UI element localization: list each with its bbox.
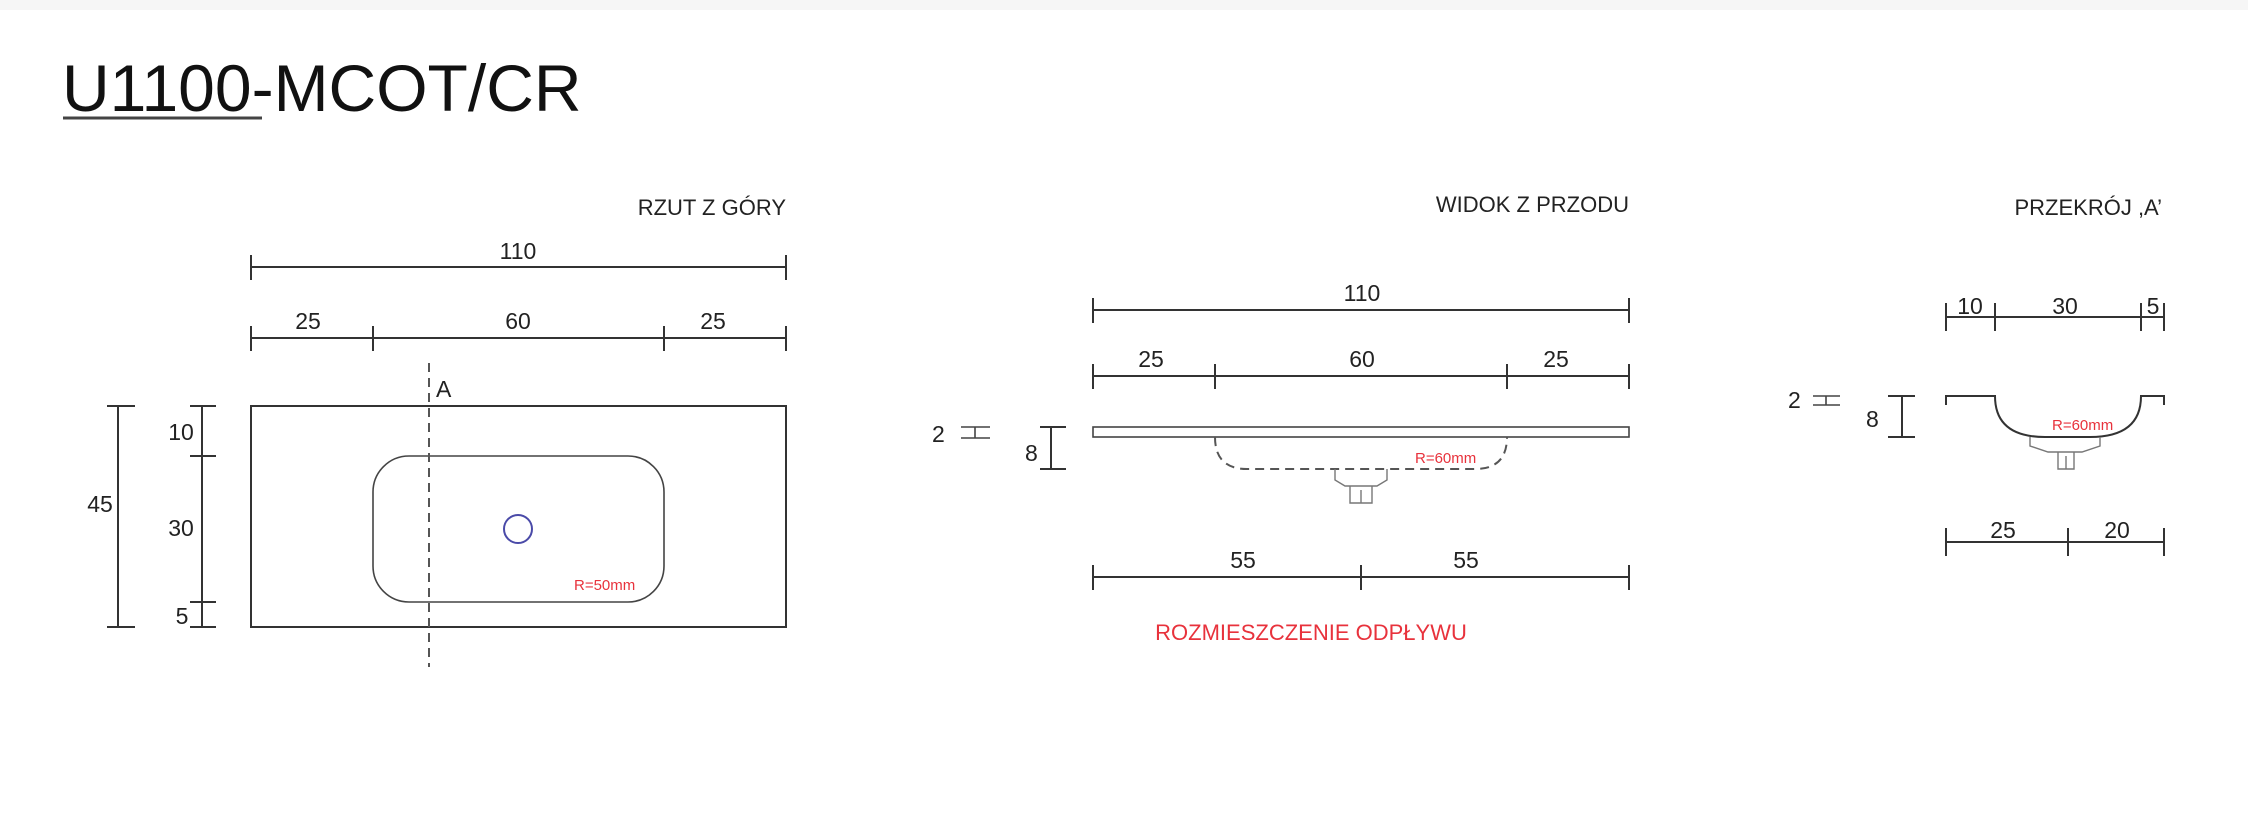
dim-top-total-width: 110 [250,238,787,280]
dim-label: 25 [700,308,726,334]
dim-label: 110 [1344,280,1381,306]
section-marker: A [436,376,452,402]
thickness-dim-mark [1813,395,1840,406]
top-view: RZUT Z GÓRY 110 25 60 25 R=50mm A [87,195,787,667]
radius-label: R=60mm [2052,417,2113,434]
dim-label: 10 [168,419,194,445]
countertop-outline [250,405,787,628]
dim-section-widths: 10 30 5 [1945,293,2165,331]
height-dim-mark [1040,426,1066,470]
dim-label: 25 [1138,346,1164,372]
dim-label: 60 [1349,346,1375,372]
dim-top-total-depth: 45 [87,405,135,628]
countertop-slab [1092,426,1630,438]
dim-front-total-width: 110 [1092,280,1630,323]
dim-label: 5 [2147,293,2160,319]
dim-label: 30 [168,515,194,541]
title-underlined-part: U1100 [62,51,252,125]
title-rest: -MCOT/CR [252,51,582,125]
thickness-label: 2 [1788,387,1801,413]
dim-drain-offsets: 55 55 [1092,547,1630,590]
drain-fitting [1334,469,1388,504]
dim-label: 5 [176,603,189,629]
height-dim-mark [1888,395,1915,438]
section-view: PRZEKRÓJ ,A’ 10 30 5 R=60mm 2 8 25 20 [1788,195,2165,556]
dim-top-widths: 25 60 25 [250,308,787,351]
radius-label: R=60mm [1415,450,1476,467]
drain-fitting [2029,437,2101,470]
dim-label: 55 [1453,547,1479,573]
title-model-code: U1100-MCOT/CR [62,51,582,125]
product-title: U1100-MCOT/CR [62,51,582,125]
dim-label: 25 [1990,517,2016,543]
section-view-label: PRZEKRÓJ ,A’ [2014,195,2162,220]
thickness-dim-mark [961,426,990,439]
top-band [0,0,2248,10]
dim-label: 60 [505,308,531,334]
dim-section-drain-offsets: 25 20 [1945,517,2165,556]
top-view-label: RZUT Z GÓRY [638,195,787,220]
dim-front-widths: 25 60 25 [1092,346,1630,389]
drain-circle [503,514,533,544]
section-profile [1945,395,2165,438]
dim-label: 25 [295,308,321,334]
dim-label: 10 [1957,293,1983,319]
dim-label: 20 [2104,517,2130,543]
height-label: 8 [1025,440,1038,466]
front-view-label: WIDOK Z PRZODU [1436,192,1629,217]
hidden-basin-outline [1214,436,1508,470]
drain-placement-caption: ROZMIESZCZENIE ODPŁYWU [1155,620,1467,645]
radius-label: R=50mm [574,577,635,594]
basin-outline [372,455,665,603]
front-view: WIDOK Z PRZODU 110 25 60 25 R=60mm 2 8 [932,192,1630,645]
thickness-label: 2 [932,421,945,447]
dim-top-depths: 10 30 5 [168,405,216,629]
dim-label: 30 [2052,293,2078,319]
dim-label: 25 [1543,346,1569,372]
dim-label: 110 [500,238,537,264]
dim-label: 55 [1230,547,1256,573]
dim-label: 45 [87,491,113,517]
height-label: 8 [1866,406,1879,432]
